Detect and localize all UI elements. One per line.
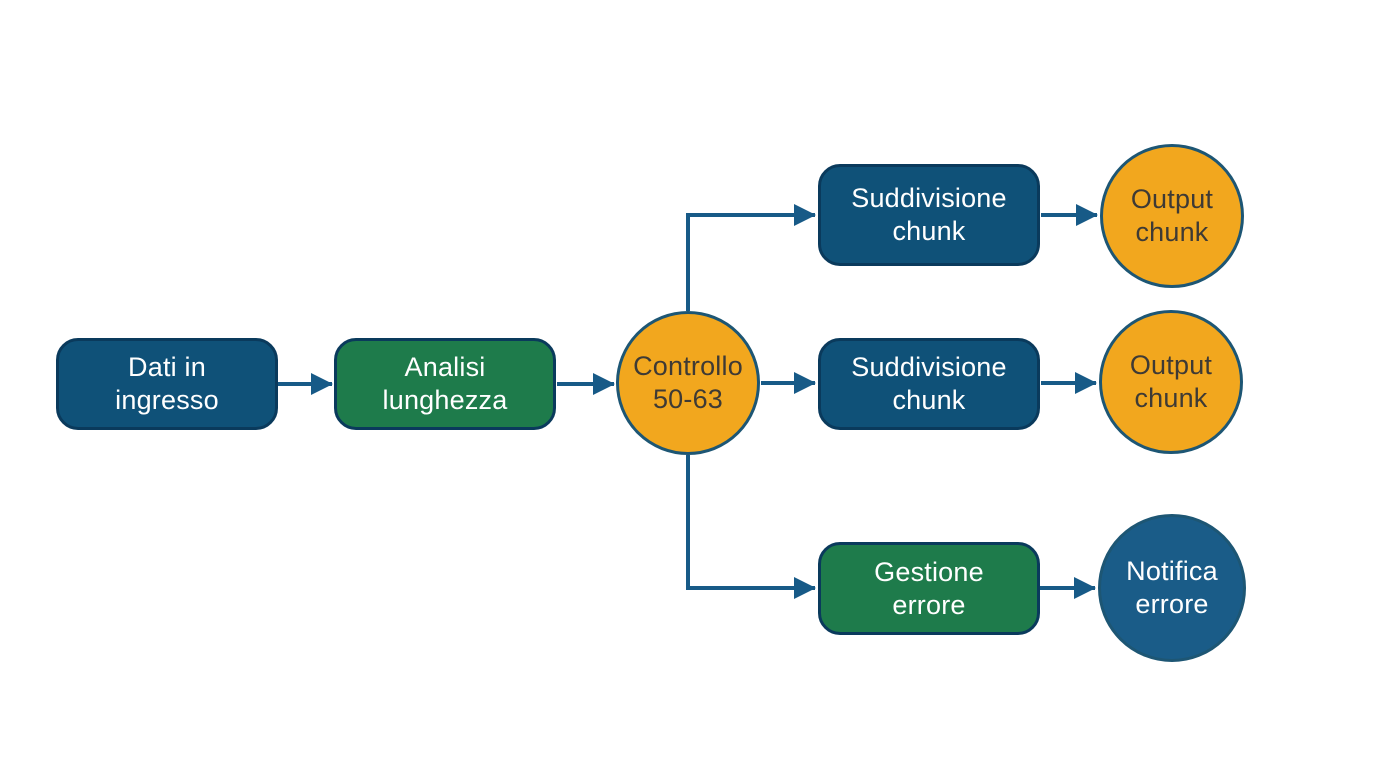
node-suddivisione-chunk-top: Suddivisione chunk [818, 164, 1040, 266]
node-notifica-errore: Notifica errore [1098, 514, 1246, 662]
node-controllo-50-63: Controllo 50-63 [616, 311, 760, 455]
node-analisi-lunghezza: Analisi lunghezza [334, 338, 556, 430]
node-output-chunk-top: Output chunk [1100, 144, 1244, 288]
node-dati-in-ingresso: Dati in ingresso [56, 338, 278, 430]
node-output-chunk-mid: Output chunk [1099, 310, 1243, 454]
node-suddivisione-chunk-mid: Suddivisione chunk [818, 338, 1040, 430]
node-gestione-errore: Gestione errore [818, 542, 1040, 635]
connector-check-split-top [686, 204, 816, 311]
connector-check-error [686, 455, 816, 599]
